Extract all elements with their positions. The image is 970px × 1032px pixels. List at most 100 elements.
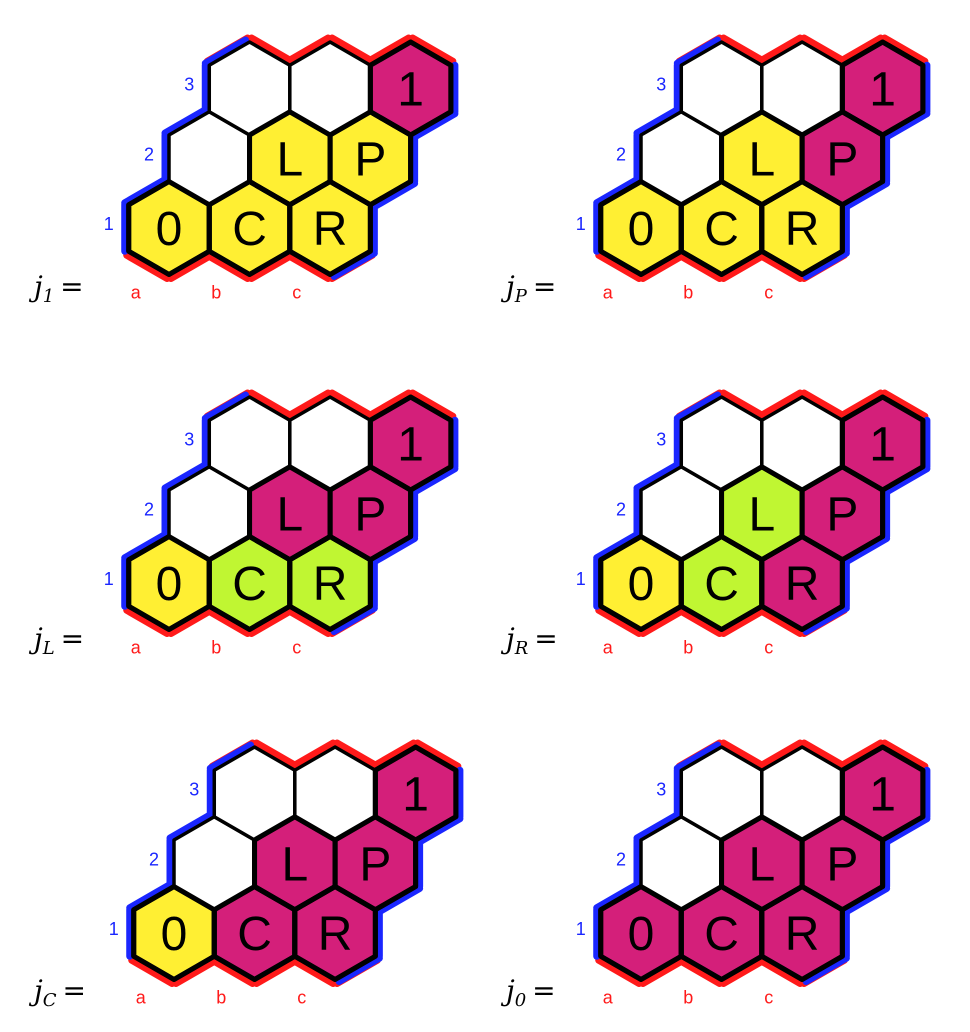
bottom-red-edge xyxy=(248,251,296,282)
hex-label: C xyxy=(704,908,739,961)
left-blue-edge xyxy=(161,106,209,137)
top-red-edge xyxy=(800,389,848,420)
column-label: a xyxy=(131,638,142,658)
hex-label: L xyxy=(281,838,308,891)
top-red-edge xyxy=(881,389,929,420)
top-red-edge xyxy=(414,739,462,770)
equation-subscript: R xyxy=(514,638,529,659)
top-red-edge xyxy=(800,739,848,770)
equals-sign: = xyxy=(532,974,556,1007)
top-red-edge xyxy=(756,739,804,770)
column-label: b xyxy=(216,988,226,1008)
row-label: 3 xyxy=(656,780,666,800)
bottom-red-edge xyxy=(756,956,804,987)
hex-label: C xyxy=(232,203,267,256)
equals-sign: = xyxy=(534,622,558,655)
bottom-red-edge xyxy=(595,251,643,282)
bottom-red-edge xyxy=(675,606,724,637)
bottom-red-edge xyxy=(675,251,724,282)
column-label: b xyxy=(683,283,693,303)
bottom-red-edge xyxy=(720,956,768,987)
bottom-red-edge xyxy=(172,956,220,987)
boundary-edges xyxy=(121,34,459,282)
right-blue-edge xyxy=(802,954,850,985)
column-label: a xyxy=(603,988,614,1008)
bottom-red-edge xyxy=(675,956,724,987)
left-blue-edge xyxy=(593,531,641,562)
hex-outline xyxy=(367,394,454,493)
top-red-edge xyxy=(248,389,296,420)
equation-variable: j xyxy=(506,974,515,1007)
column-label: c xyxy=(764,638,773,658)
top-red-edge xyxy=(836,739,885,770)
row-label: 2 xyxy=(144,144,154,164)
bottom-red-edge xyxy=(248,606,296,637)
hex-outline xyxy=(839,39,926,138)
hex-label: 1 xyxy=(869,769,896,822)
bottom-red-edge xyxy=(253,956,301,987)
column-label: a xyxy=(136,988,147,1008)
right-blue-edge xyxy=(411,110,459,141)
column-label: b xyxy=(683,638,693,658)
left-blue-edge xyxy=(206,741,255,772)
hex-label: 1 xyxy=(869,64,896,117)
left-blue-edge xyxy=(201,36,250,67)
hex-label: 0 xyxy=(628,558,655,611)
left-blue-edge xyxy=(161,461,209,492)
column-label: c xyxy=(764,988,773,1008)
bottom-red-edge xyxy=(123,606,171,637)
hex-label: 0 xyxy=(628,908,655,961)
right-blue-edge xyxy=(802,604,850,635)
right-blue-edge xyxy=(375,885,424,916)
equals-sign: = xyxy=(60,270,84,303)
right-blue-edge xyxy=(883,110,931,141)
boundary-edges xyxy=(593,389,931,637)
bottom-red-edge xyxy=(123,251,171,282)
bottom-red-edge xyxy=(203,251,252,282)
boundary-edges xyxy=(121,389,459,637)
left-blue-edge xyxy=(166,811,214,842)
right-blue-edge xyxy=(370,535,419,566)
left-blue-edge xyxy=(673,36,722,67)
right-blue-edge xyxy=(370,180,419,211)
equation-label: j1= xyxy=(34,270,84,307)
equation-label: jP= xyxy=(506,270,556,307)
hex-label: P xyxy=(826,133,858,186)
left-blue-edge xyxy=(121,531,169,562)
top-red-edge xyxy=(720,389,768,420)
bottom-red-edge xyxy=(203,606,252,637)
column-label: c xyxy=(297,988,306,1008)
right-blue-edge xyxy=(802,249,850,280)
left-blue-edge xyxy=(201,391,250,422)
hex-label: C xyxy=(232,558,267,611)
top-red-edge xyxy=(289,739,337,770)
right-blue-edge xyxy=(330,604,378,635)
hex-label: 0 xyxy=(628,203,655,256)
row-label: 3 xyxy=(189,780,199,800)
hex-label: R xyxy=(313,203,348,256)
hex-label: R xyxy=(313,558,348,611)
hex-label: P xyxy=(354,488,386,541)
bottom-red-edge xyxy=(595,606,643,637)
equals-sign: = xyxy=(532,270,557,303)
bottom-red-edge xyxy=(284,606,332,637)
bottom-red-edge xyxy=(289,956,337,987)
row-label: 2 xyxy=(144,499,154,519)
row-label: 3 xyxy=(184,75,194,95)
left-blue-edge xyxy=(673,741,722,772)
bottom-red-edge xyxy=(756,251,804,282)
row-label: 3 xyxy=(656,430,666,450)
column-label: c xyxy=(292,283,301,303)
equation-variable: j xyxy=(506,622,515,655)
boundary-edges xyxy=(126,739,464,987)
hex-label: 0 xyxy=(156,558,183,611)
bottom-red-edge xyxy=(167,606,215,637)
row-label: 1 xyxy=(576,214,586,234)
top-red-edge xyxy=(284,34,332,65)
hex-label: P xyxy=(826,838,858,891)
row-label: 3 xyxy=(656,75,666,95)
